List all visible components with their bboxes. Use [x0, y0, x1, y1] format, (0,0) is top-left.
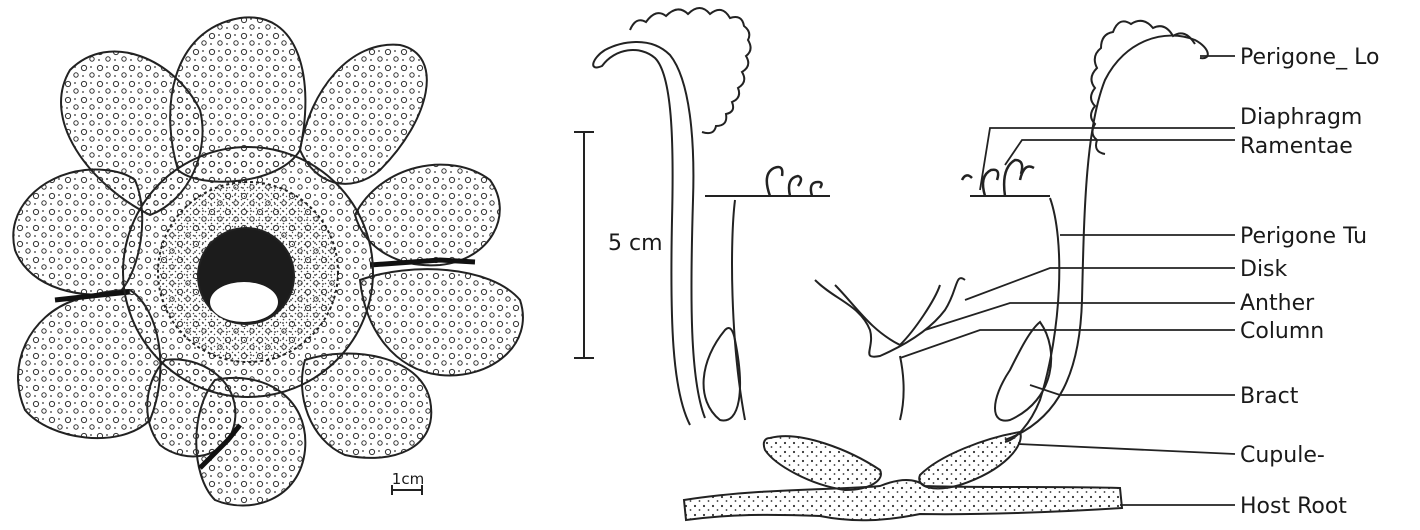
label-disk: Disk: [1240, 257, 1288, 282]
cupule-left: [764, 436, 881, 490]
petal-top-right: [300, 45, 427, 184]
label-host-root: Host Root: [1240, 494, 1347, 519]
aperture-highlight: [210, 282, 278, 322]
inner-tube-left: [732, 200, 745, 420]
perigone-right: [1005, 36, 1208, 440]
label-bract: Bract: [1240, 384, 1299, 409]
label-perigone-tube: Perigone Tu: [1240, 224, 1367, 249]
leader-column: [900, 330, 1235, 358]
leader-diaphragm: [980, 128, 1235, 190]
leader-cupule: [1018, 444, 1235, 454]
ramentae: [767, 160, 1034, 196]
perigone-lobe-right-wavy: [1091, 21, 1195, 154]
flower-scale-label: 1cm: [392, 470, 424, 488]
leader-lines: [900, 56, 1235, 505]
section-scale-bar: 5 cm: [574, 132, 663, 358]
labels: Perigone_ Lo Diaphragm Ramentae Perigone…: [1240, 45, 1379, 519]
disk: [815, 278, 965, 357]
section-scale-label: 5 cm: [608, 231, 663, 256]
disk-inner: [835, 285, 940, 345]
petal-right-upper: [355, 165, 500, 266]
label-ramentae: Ramentae: [1240, 134, 1353, 159]
label-diaphragm: Diaphragm: [1240, 105, 1362, 130]
host-root: [684, 480, 1122, 520]
label-column: Column: [1240, 319, 1324, 344]
flower-section: [593, 8, 1208, 442]
leader-ramentae: [1005, 140, 1235, 165]
label-perigone-lobe: Perigone_ Lo: [1240, 45, 1379, 70]
label-cupule: Cupule-: [1240, 443, 1325, 468]
column: [900, 356, 904, 420]
bract-right: [995, 322, 1051, 421]
bract-left: [704, 328, 740, 420]
leader-disk: [965, 268, 1235, 300]
flower-scale-bar: 1cm: [392, 470, 424, 495]
flower-top-view: [13, 17, 523, 505]
label-anther: Anther: [1240, 291, 1315, 316]
cupule-right: [919, 432, 1021, 488]
